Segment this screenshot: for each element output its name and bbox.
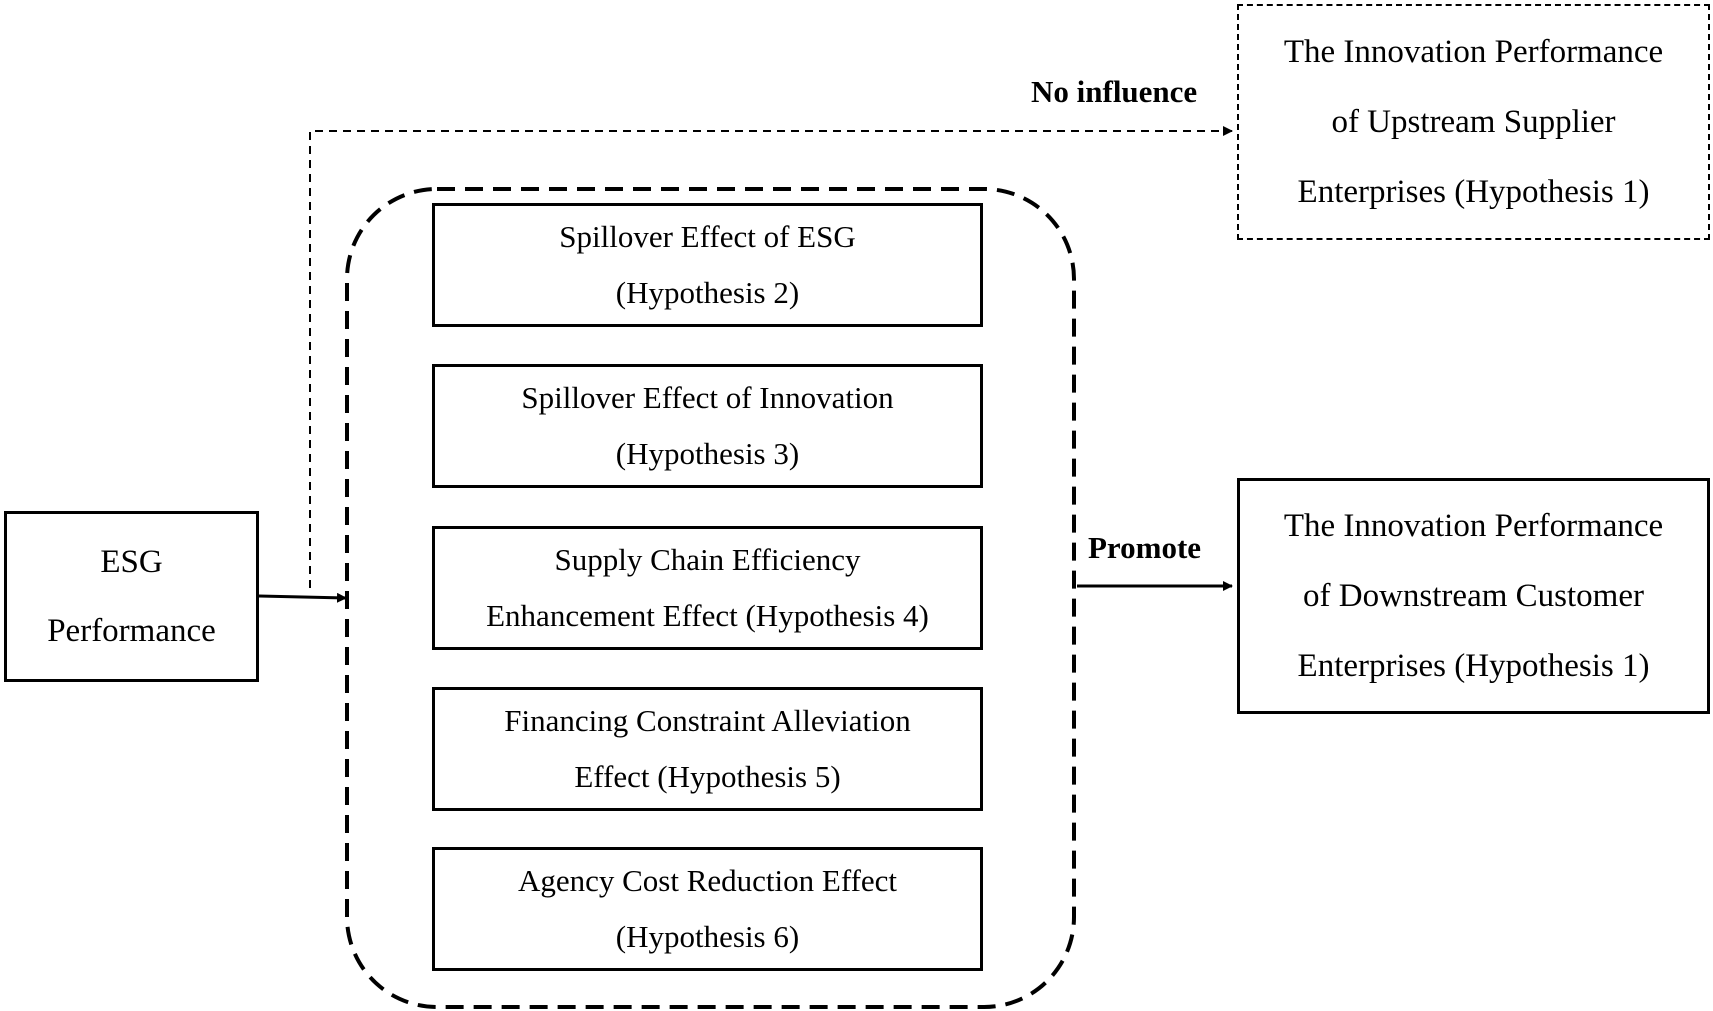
downstream-customer-node: The Innovation Performance of Downstream… (1237, 478, 1710, 714)
mechanism-5-line-1: Agency Cost Reduction Effect (517, 863, 898, 898)
no-influence-arrow (309, 126, 1233, 588)
promote-label: Promote (1088, 530, 1202, 565)
mechanism-3-line-2: Enhancement Effect (Hypothesis 4) (486, 598, 929, 633)
downstream-line-1: The Innovation Performance (1283, 508, 1664, 544)
upstream-line-2: of Upstream Supplier (1331, 104, 1616, 140)
mechanism-3-line-1: Supply Chain Efficiency (554, 542, 861, 577)
downstream-line-3: Enterprises (Hypothesis 1) (1297, 648, 1650, 684)
esg-performance-node: ESG Performance (4, 511, 259, 682)
esg-to-mechanisms-arrow (258, 592, 347, 603)
upstream-supplier-node: The Innovation Performance of Upstream S… (1237, 4, 1710, 240)
mechanism-innovation-spillover: Spillover Effect of Innovation (Hypothes… (432, 364, 983, 488)
mechanism-supply-chain-efficiency: Supply Chain Efficiency Enhancement Effe… (432, 526, 983, 650)
mechanism-4-line-1: Financing Constraint Alleviation (504, 703, 911, 738)
no-influence-label: No influence (1031, 74, 1198, 109)
mechanism-1-line-1: Spillover Effect of ESG (559, 219, 856, 254)
esg-line-2: Performance (47, 612, 216, 649)
esg-line-1: ESG (100, 543, 163, 580)
upstream-line-3: Enterprises (Hypothesis 1) (1297, 174, 1650, 210)
mechanism-1-line-2: (Hypothesis 2) (615, 275, 800, 310)
mechanism-5-line-2: (Hypothesis 6) (615, 919, 800, 954)
mechanisms-container (345, 187, 1076, 1009)
mechanism-4-line-2: Effect (Hypothesis 5) (574, 759, 841, 794)
mechanism-2-line-2: (Hypothesis 3) (615, 436, 800, 471)
downstream-line-2: of Downstream Customer (1303, 578, 1644, 614)
mechanism-agency-cost: Agency Cost Reduction Effect (Hypothesis… (432, 847, 983, 971)
mechanism-financing-constraint: Financing Constraint Alleviation Effect … (432, 687, 983, 811)
mechanism-esg-spillover: Spillover Effect of ESG (Hypothesis 2) (432, 203, 983, 327)
mechanism-2-line-1: Spillover Effect of Innovation (521, 380, 894, 415)
upstream-line-1: The Innovation Performance (1283, 34, 1664, 70)
